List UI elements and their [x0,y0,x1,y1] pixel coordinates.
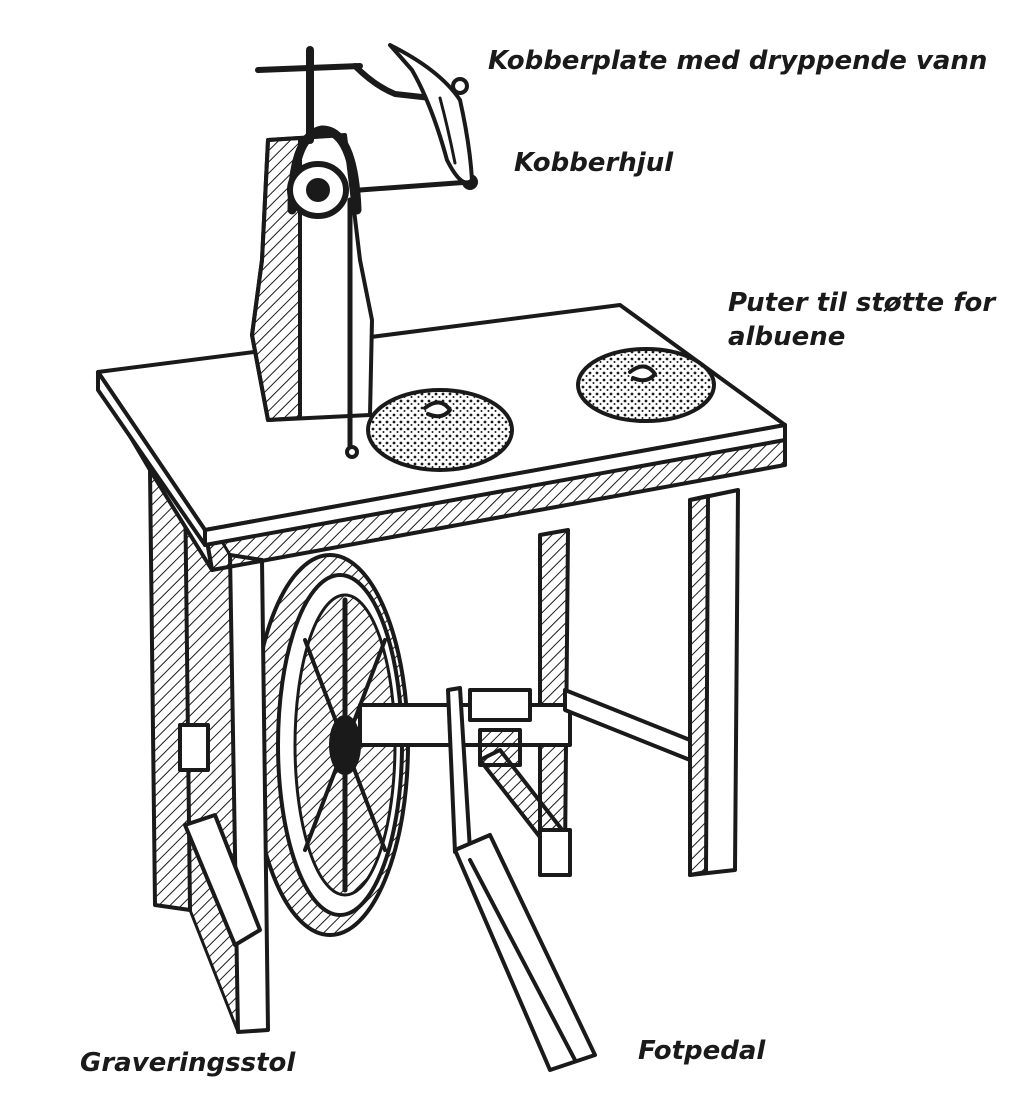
foot-pedal [446,686,597,1072]
copper-wheel-label: Kobberhjul [514,148,674,178]
foot-pedal-label: Fotpedal [638,1036,766,1066]
elbow-pad-left [366,388,514,472]
engraving-head [250,125,374,459]
elbow-pads-label-line1: Puter til støtte for [728,288,996,318]
engraving-chair-label: Graveringsstol [80,1048,296,1078]
stretcher [478,688,692,877]
table-back-legs [538,488,740,877]
table-front-legs [148,468,270,1034]
elbow-pads-label-line2: albuene [728,322,846,352]
copper-plate-label: Kobberplate med dryppende vann [488,46,988,76]
flywheel [250,553,410,937]
elbow-pads-label: Puter til støtte for albuene [728,286,995,354]
copper-plate-assembly [255,43,474,185]
elbow-pad-right [576,347,716,423]
